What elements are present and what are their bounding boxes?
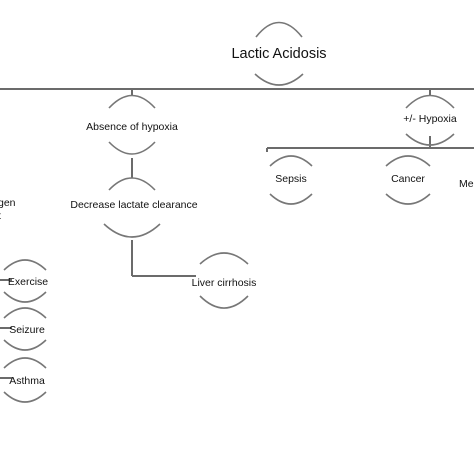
- hypoxia-top-arc: [405, 94, 455, 109]
- exercise-label: Exercise: [8, 276, 48, 288]
- decrease-lactate-clearance-label: Decrease lactate clearance: [70, 199, 197, 211]
- cirrhosis-top-arc: [199, 252, 249, 265]
- cancer-bottom-arc: [385, 193, 431, 205]
- seizure-top-arc: [3, 307, 47, 319]
- root-bottom-arc: [254, 73, 304, 86]
- sepsis-top-arc: [269, 155, 313, 167]
- absence-top-arc: [108, 94, 156, 109]
- exercise-top-arc: [3, 259, 47, 271]
- root-top-arc: [255, 21, 303, 38]
- asthma-bottom-arc: [3, 391, 47, 403]
- liver-cirrhosis-label: Liver cirrhosis: [192, 277, 257, 289]
- absence-bottom-arc: [108, 141, 156, 155]
- plus-minus-hypoxia-label: +/- Hypoxia: [403, 113, 457, 125]
- connectors: [0, 88, 474, 379]
- clearance-bottom-arc: [103, 223, 161, 238]
- sepsis-bottom-arc: [269, 193, 313, 205]
- asthma-top-arc: [3, 357, 47, 369]
- partial-me-label: Me: [459, 178, 474, 190]
- node-arcs: [3, 21, 455, 403]
- root-label: Lactic Acidosis: [231, 46, 326, 62]
- partial-left-fragment-1: gen: [0, 197, 16, 209]
- sepsis-label: Sepsis: [275, 173, 307, 185]
- cancer-label: Cancer: [391, 173, 425, 185]
- asthma-label: Asthma: [9, 375, 45, 387]
- cancer-top-arc: [385, 155, 431, 167]
- absence-of-hypoxia-label: Absence of hypoxia: [86, 121, 178, 133]
- clearance-top-arc: [108, 177, 156, 191]
- cirrhosis-bottom-arc: [199, 295, 249, 309]
- hypoxia-bottom-arc: [405, 133, 455, 146]
- partial-left-fragment-2: t: [0, 210, 1, 222]
- exercise-bottom-arc: [3, 291, 47, 303]
- seizure-label: Seizure: [9, 324, 45, 336]
- seizure-bottom-arc: [3, 339, 47, 351]
